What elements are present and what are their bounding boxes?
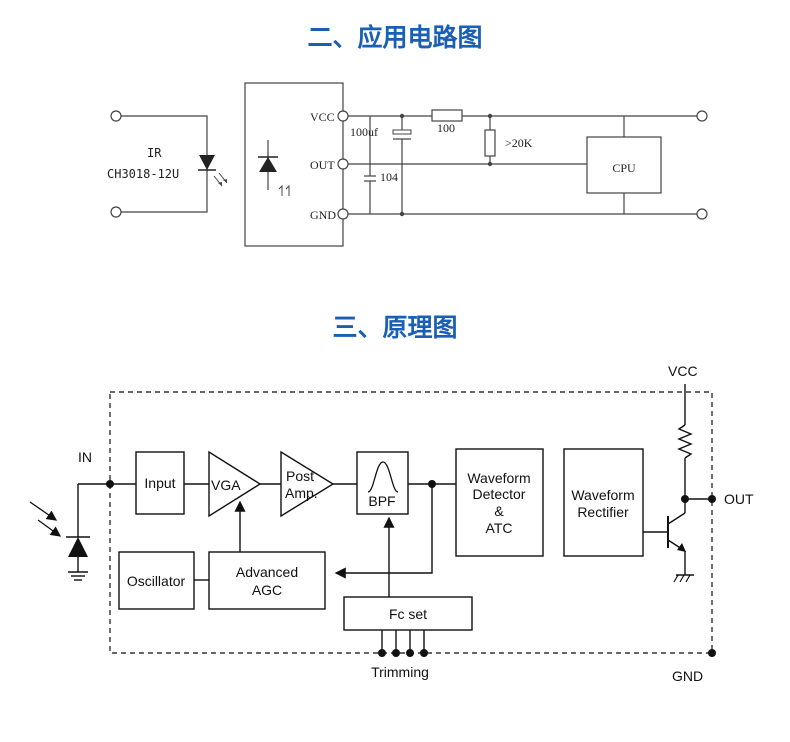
ground-icon (673, 574, 694, 583)
capacitor-100uf (392, 113, 412, 217)
waveform-rectifier-label-1: Waveform (571, 487, 634, 503)
terminal-left-top (110, 110, 122, 122)
bpf-label: BPF (368, 493, 395, 509)
fc-set-block (343, 596, 473, 631)
application-circuit: IR CH3018-12U VCC OUT GND 104 (107, 82, 708, 247)
post-amp-label-1: Post (286, 468, 314, 484)
pin-gnd-label: GND (310, 208, 336, 222)
pin-out-label: OUT (310, 158, 335, 172)
in-label: IN (78, 449, 92, 465)
trimming-label: Trimming (371, 664, 429, 680)
post-amp-amplifier (280, 450, 335, 518)
ir-label: IR (147, 146, 162, 160)
npn-transistor-icon (667, 512, 686, 552)
bandpass-curve-icon (367, 461, 399, 493)
agc-block (208, 551, 326, 610)
photodiode-icon (258, 140, 290, 196)
res-100-label: 100 (437, 121, 455, 135)
waveform-detector-label-1: Waveform (467, 470, 530, 486)
cap-100uf-label: 100uf (350, 125, 378, 139)
waveform-rectifier-block (563, 448, 644, 557)
trimming-pins (378, 630, 428, 657)
cpu-box (586, 136, 662, 194)
pin-out (337, 158, 349, 170)
waveform-detector-label-4: ATC (486, 520, 513, 536)
cpu-label: CPU (612, 161, 636, 175)
out-terminal (708, 495, 716, 503)
principle-title: 三、原理图 (332, 313, 458, 342)
led-icon (198, 155, 228, 187)
pin-gnd (337, 208, 349, 220)
cap-104-label: 104 (380, 170, 398, 184)
principle-diagram: IN Input VGA Post Amp. BPF (29, 363, 754, 684)
agc-label-2: AGC (252, 582, 282, 598)
gnd-label: GND (672, 668, 703, 684)
photodiode-icon (29, 501, 90, 557)
resistor-100 (431, 109, 463, 122)
res-20k-label: >20K (505, 136, 533, 150)
oscillator-block (118, 551, 195, 610)
input-label: Input (144, 475, 175, 491)
terminal-left-bottom (110, 206, 122, 218)
circuit-title: 二、应用电路图 (307, 23, 483, 52)
model-label: CH3018-12U (107, 167, 179, 181)
oscillator-label: Oscillator (127, 573, 186, 589)
feedback-to-agc-wire (334, 484, 433, 579)
pin-vcc-label: VCC (310, 110, 335, 124)
ground-icon (68, 571, 88, 581)
terminal-right-bottom (696, 208, 708, 220)
pullup-resistor-icon (677, 424, 693, 459)
post-amp-label-2: Amp. (285, 485, 318, 501)
vcc-label: VCC (668, 363, 698, 379)
fc-set-label: Fc set (389, 606, 427, 622)
waveform-rectifier-label-2: Rectifier (577, 504, 629, 520)
resistor-20k (484, 113, 496, 167)
in-junction (106, 480, 114, 488)
agc-label-1: Advanced (236, 564, 298, 580)
vga-amplifier (208, 450, 262, 518)
waveform-detector-block (455, 448, 544, 557)
gnd-terminal (708, 649, 716, 657)
pin-vcc (337, 110, 349, 122)
capacitor-104 (364, 116, 376, 214)
terminal-right-top (696, 110, 708, 122)
vga-label: VGA (211, 477, 241, 493)
waveform-detector-label-2: Detector (473, 486, 526, 502)
input-block (135, 451, 185, 515)
out-label: OUT (724, 491, 754, 507)
ir-emitter-wire (121, 115, 208, 213)
waveform-detector-label-3: & (494, 503, 504, 519)
